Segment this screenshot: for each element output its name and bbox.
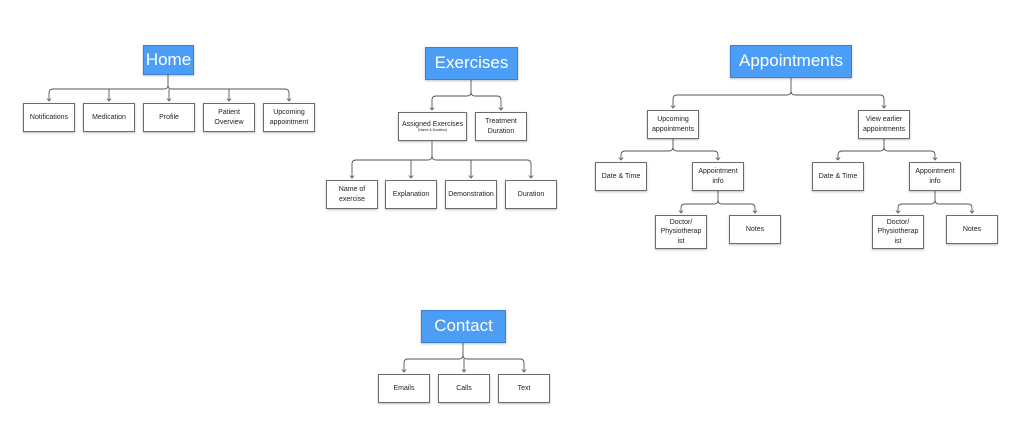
home-upcoming-appointment-node: Upcoming appointment [263, 103, 315, 132]
view-earlier-appointments-node: View earlier appointments [858, 110, 910, 139]
upcoming-doctor-node: Doctor/ Physiotherap ist [655, 215, 707, 249]
explanation-node: Explanation [385, 180, 437, 209]
upcoming-date-time-node: Date & Time [595, 162, 647, 191]
treatment-duration-node: Treatment Duration [475, 112, 527, 141]
exercises-connector [431, 80, 502, 101]
home-notifications-node: Notifications [23, 103, 75, 132]
home-profile-node: Profile [143, 103, 195, 132]
upcoming-appointment-info-node: Appointment info [692, 162, 744, 191]
assigned-exercises-label: Assigned Exercises [401, 121, 464, 129]
assigned-exercises-node: Assigned Exercises (Name & Duration) [398, 112, 467, 141]
demonstration-node: Demonstration [445, 180, 497, 209]
home-patient-overview-node: Patient Overview [203, 103, 255, 132]
contact-text-node: Text [498, 374, 550, 403]
earlier-date-time-node: Date & Time [812, 162, 864, 191]
name-of-exercise-node: Name of exercise [326, 180, 378, 209]
earlier-notes-node: Notes [946, 215, 998, 244]
contact-emails-node: Emails [378, 374, 430, 403]
appointments-header: Appointments [730, 45, 852, 78]
home-medication-node: Medication [83, 103, 135, 132]
earlier-connector [837, 139, 936, 156]
assigned-exercises-sublabel: (Name & Duration) [417, 128, 448, 133]
earlier-doctor-node: Doctor/ Physiotherap ist [872, 215, 924, 249]
earlier-appointment-info-node: Appointment info [909, 162, 961, 191]
home-connector [48, 75, 290, 94]
appointments-connector [672, 78, 885, 100]
upcoming-connector [620, 139, 719, 156]
contact-calls-node: Calls [438, 374, 490, 403]
duration-node: Duration [505, 180, 557, 209]
upcoming-info-connector [680, 191, 756, 209]
assigned-connector [351, 141, 532, 165]
upcoming-notes-node: Notes [729, 215, 781, 244]
contact-header: Contact [421, 310, 506, 343]
home-header: Home [143, 45, 194, 75]
upcoming-appointments-node: Upcoming appointments [647, 110, 699, 139]
exercises-header: Exercises [425, 47, 518, 80]
contact-connector [403, 343, 525, 364]
earlier-info-connector [897, 191, 973, 209]
